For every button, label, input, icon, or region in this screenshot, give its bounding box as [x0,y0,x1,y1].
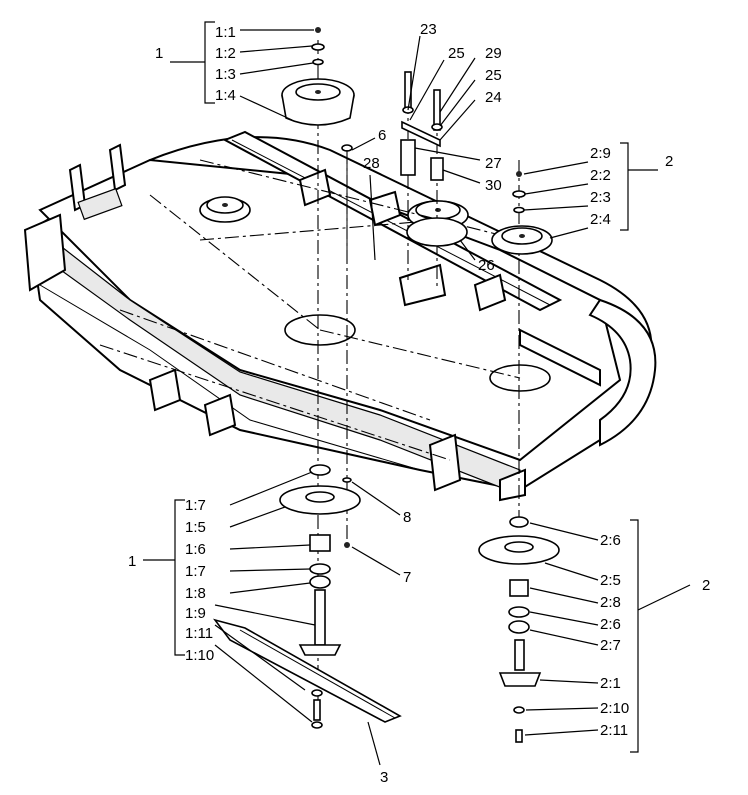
label-24: 24 [485,89,502,106]
label-2-3: 2:3 [590,189,611,206]
label-1-6: 1:6 [185,541,206,558]
label-25b: 25 [485,67,502,84]
label-1-11: 1:11 [185,625,213,642]
label-3: 3 [380,769,388,786]
label-group-2-top: 2 [665,153,673,170]
label-2-8: 2:8 [600,594,621,611]
label-1-1: 1:1 [215,24,236,41]
label-25a: 25 [448,45,465,62]
label-1-5: 1:5 [185,519,206,536]
label-1-10: 1:10 [185,647,214,664]
label-1-7b: 1:7 [185,563,206,580]
label-2-4: 2:4 [590,211,611,228]
label-8: 8 [403,509,411,526]
lower-left-spindle-stack [212,464,402,729]
leader-lines [143,21,691,766]
label-29: 29 [485,45,502,62]
label-26: 26 [478,257,495,274]
label-2-6b: 2:6 [600,616,621,633]
label-28: 28 [363,155,380,172]
idler-hardware [400,71,468,247]
label-27: 27 [485,155,502,172]
label-2-1: 2:1 [600,675,621,692]
label-group-1-bottom: 1 [128,553,136,570]
label-group-1-top: 1 [155,45,163,62]
label-2-5: 2:5 [600,572,621,589]
label-2-2: 2:2 [590,167,611,184]
bolt-6 [341,144,353,250]
label-1-8: 1:8 [185,585,206,602]
label-2-7: 2:7 [600,637,621,654]
lower-right-spindle-stack [478,516,560,743]
label-2-6a: 2:6 [600,532,621,549]
label-30: 30 [485,177,502,194]
label-group-2-bottom: 2 [702,577,710,594]
label-2-10: 2:10 [600,700,629,717]
label-1-4: 1:4 [215,87,236,104]
label-2-9: 2:9 [590,145,611,162]
upper-right-pulley-stack [491,171,553,255]
label-23: 23 [420,21,437,38]
mower-deck [23,130,657,502]
label-1-7a: 1:7 [185,497,206,514]
upper-left-pulley-stack [281,27,355,126]
label-2-11: 2:11 [600,722,628,739]
label-1-9: 1:9 [185,605,206,622]
label-1-2: 1:2 [215,45,236,62]
label-1-3: 1:3 [215,66,236,83]
part-labels: 1:1 1:2 1:3 1:4 1 23 25 29 25 24 6 27 28… [128,21,710,786]
label-7: 7 [403,569,411,586]
label-6: 6 [378,127,386,144]
